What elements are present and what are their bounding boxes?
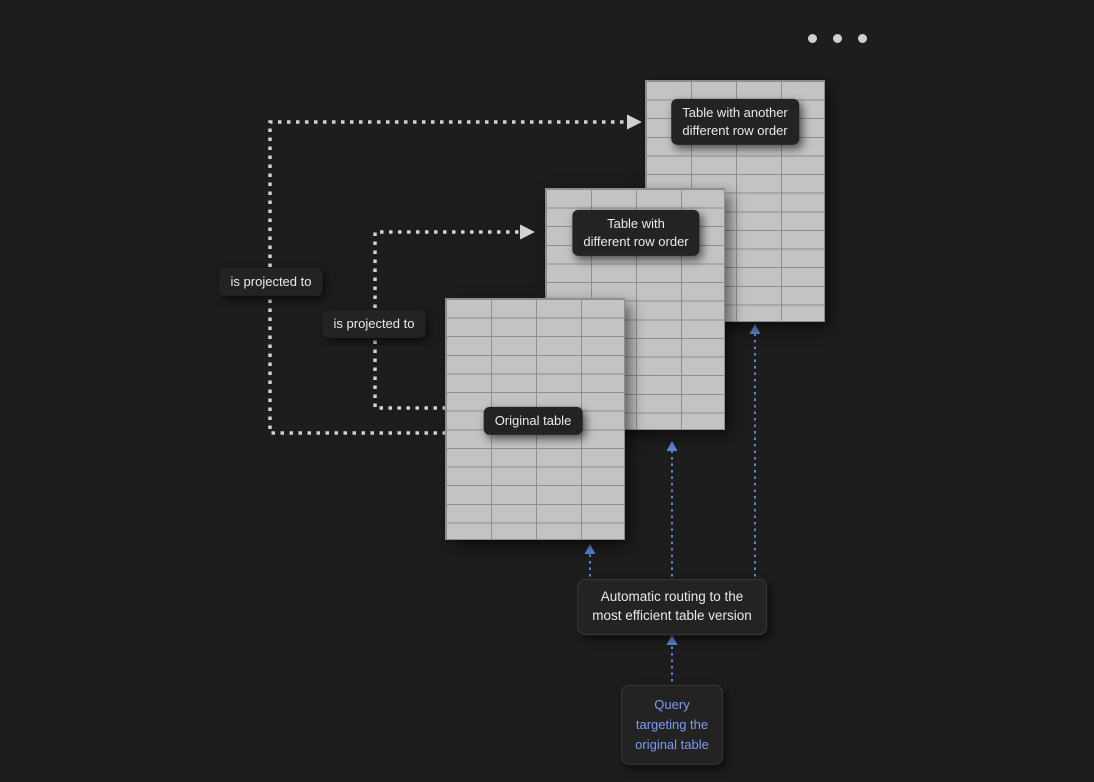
table-another-different-row-order-label: Table with another different row order [671, 98, 799, 146]
automatic-routing-box: Automatic routing to the most efficient … [577, 579, 767, 635]
table-original-label: Original table [483, 406, 583, 436]
dot-icon [808, 34, 817, 43]
routing-arrow-to-back-table [749, 324, 761, 583]
projection-arrow-inner [373, 224, 535, 410]
overflow-dots [808, 34, 867, 43]
dot-icon [858, 34, 867, 43]
query-box: Query targeting the original table [621, 684, 723, 766]
is-projected-to-label-outer: is projected to [219, 267, 323, 297]
is-projected-to-label-inner: is projected to [322, 309, 426, 339]
routing-arrow-to-original-table [584, 544, 596, 583]
projection-arrow-outer [268, 114, 642, 435]
routing-arrow-to-middle-table [666, 441, 678, 583]
dot-icon [833, 34, 842, 43]
query-to-routing-arrow [666, 635, 678, 688]
table-different-row-order-label: Table with different row order [572, 209, 700, 257]
